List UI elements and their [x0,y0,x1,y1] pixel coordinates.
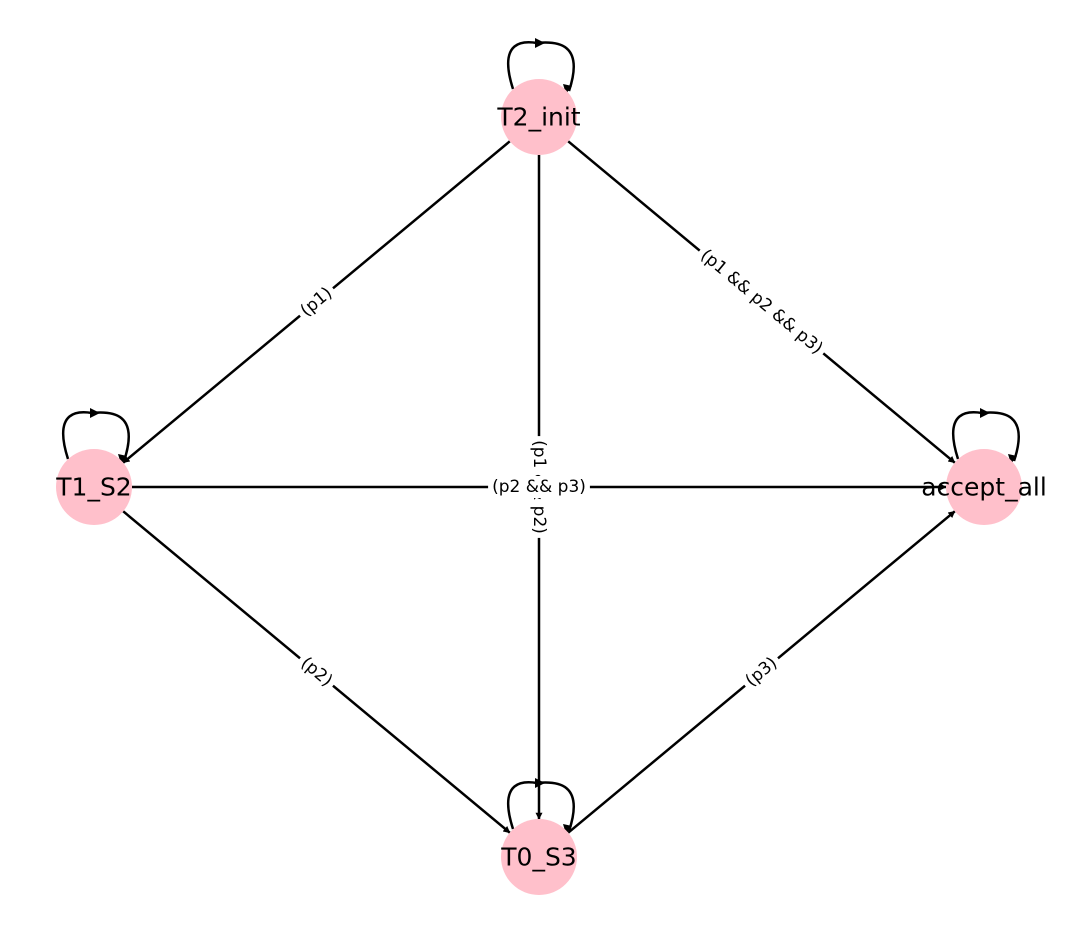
self-loop-arrowhead [90,408,100,418]
edge-label-group: (p2) [292,649,341,695]
node-t2-init[interactable]: T2_init [496,79,581,155]
node-label: T0_S3 [500,843,576,872]
edge-label-group: (p1 && p2 && p3) [692,242,831,362]
node-label: accept_all [921,473,1047,502]
edge-label-background [488,476,590,498]
edge-labels-layer: (p1)(p1 && p2)(p1 && p2 && p3)(p2 && p3)… [292,242,831,695]
edge-label: (p1 && p2 && p3) [696,245,826,358]
edge-label-group: (p2 && p3) [488,476,590,498]
edge-label-background [292,649,341,695]
self-loop-arrowhead [535,38,545,48]
node-circle [946,449,1022,525]
edge-label-background [292,279,341,325]
edge-label-background [737,649,786,695]
self-loops-layer [61,38,1020,834]
node-label: T2_init [496,103,580,132]
node-circle [56,449,132,525]
edge-label-group: (p3) [737,649,786,695]
node-accept-all[interactable]: accept_all [921,449,1047,525]
edge-label: (p2 && p3) [492,477,586,497]
node-t1-s2[interactable]: T1_S2 [55,449,132,525]
self-loop-arrowhead [535,778,545,788]
node-label: T1_S2 [55,473,131,502]
node-t0-s3[interactable]: T0_S3 [500,819,577,895]
self-loop-arrowhead [980,408,990,418]
edge-label-group: (p1) [292,279,341,325]
node-circle [501,819,577,895]
edge-label-background [692,242,831,362]
node-circle [501,79,577,155]
